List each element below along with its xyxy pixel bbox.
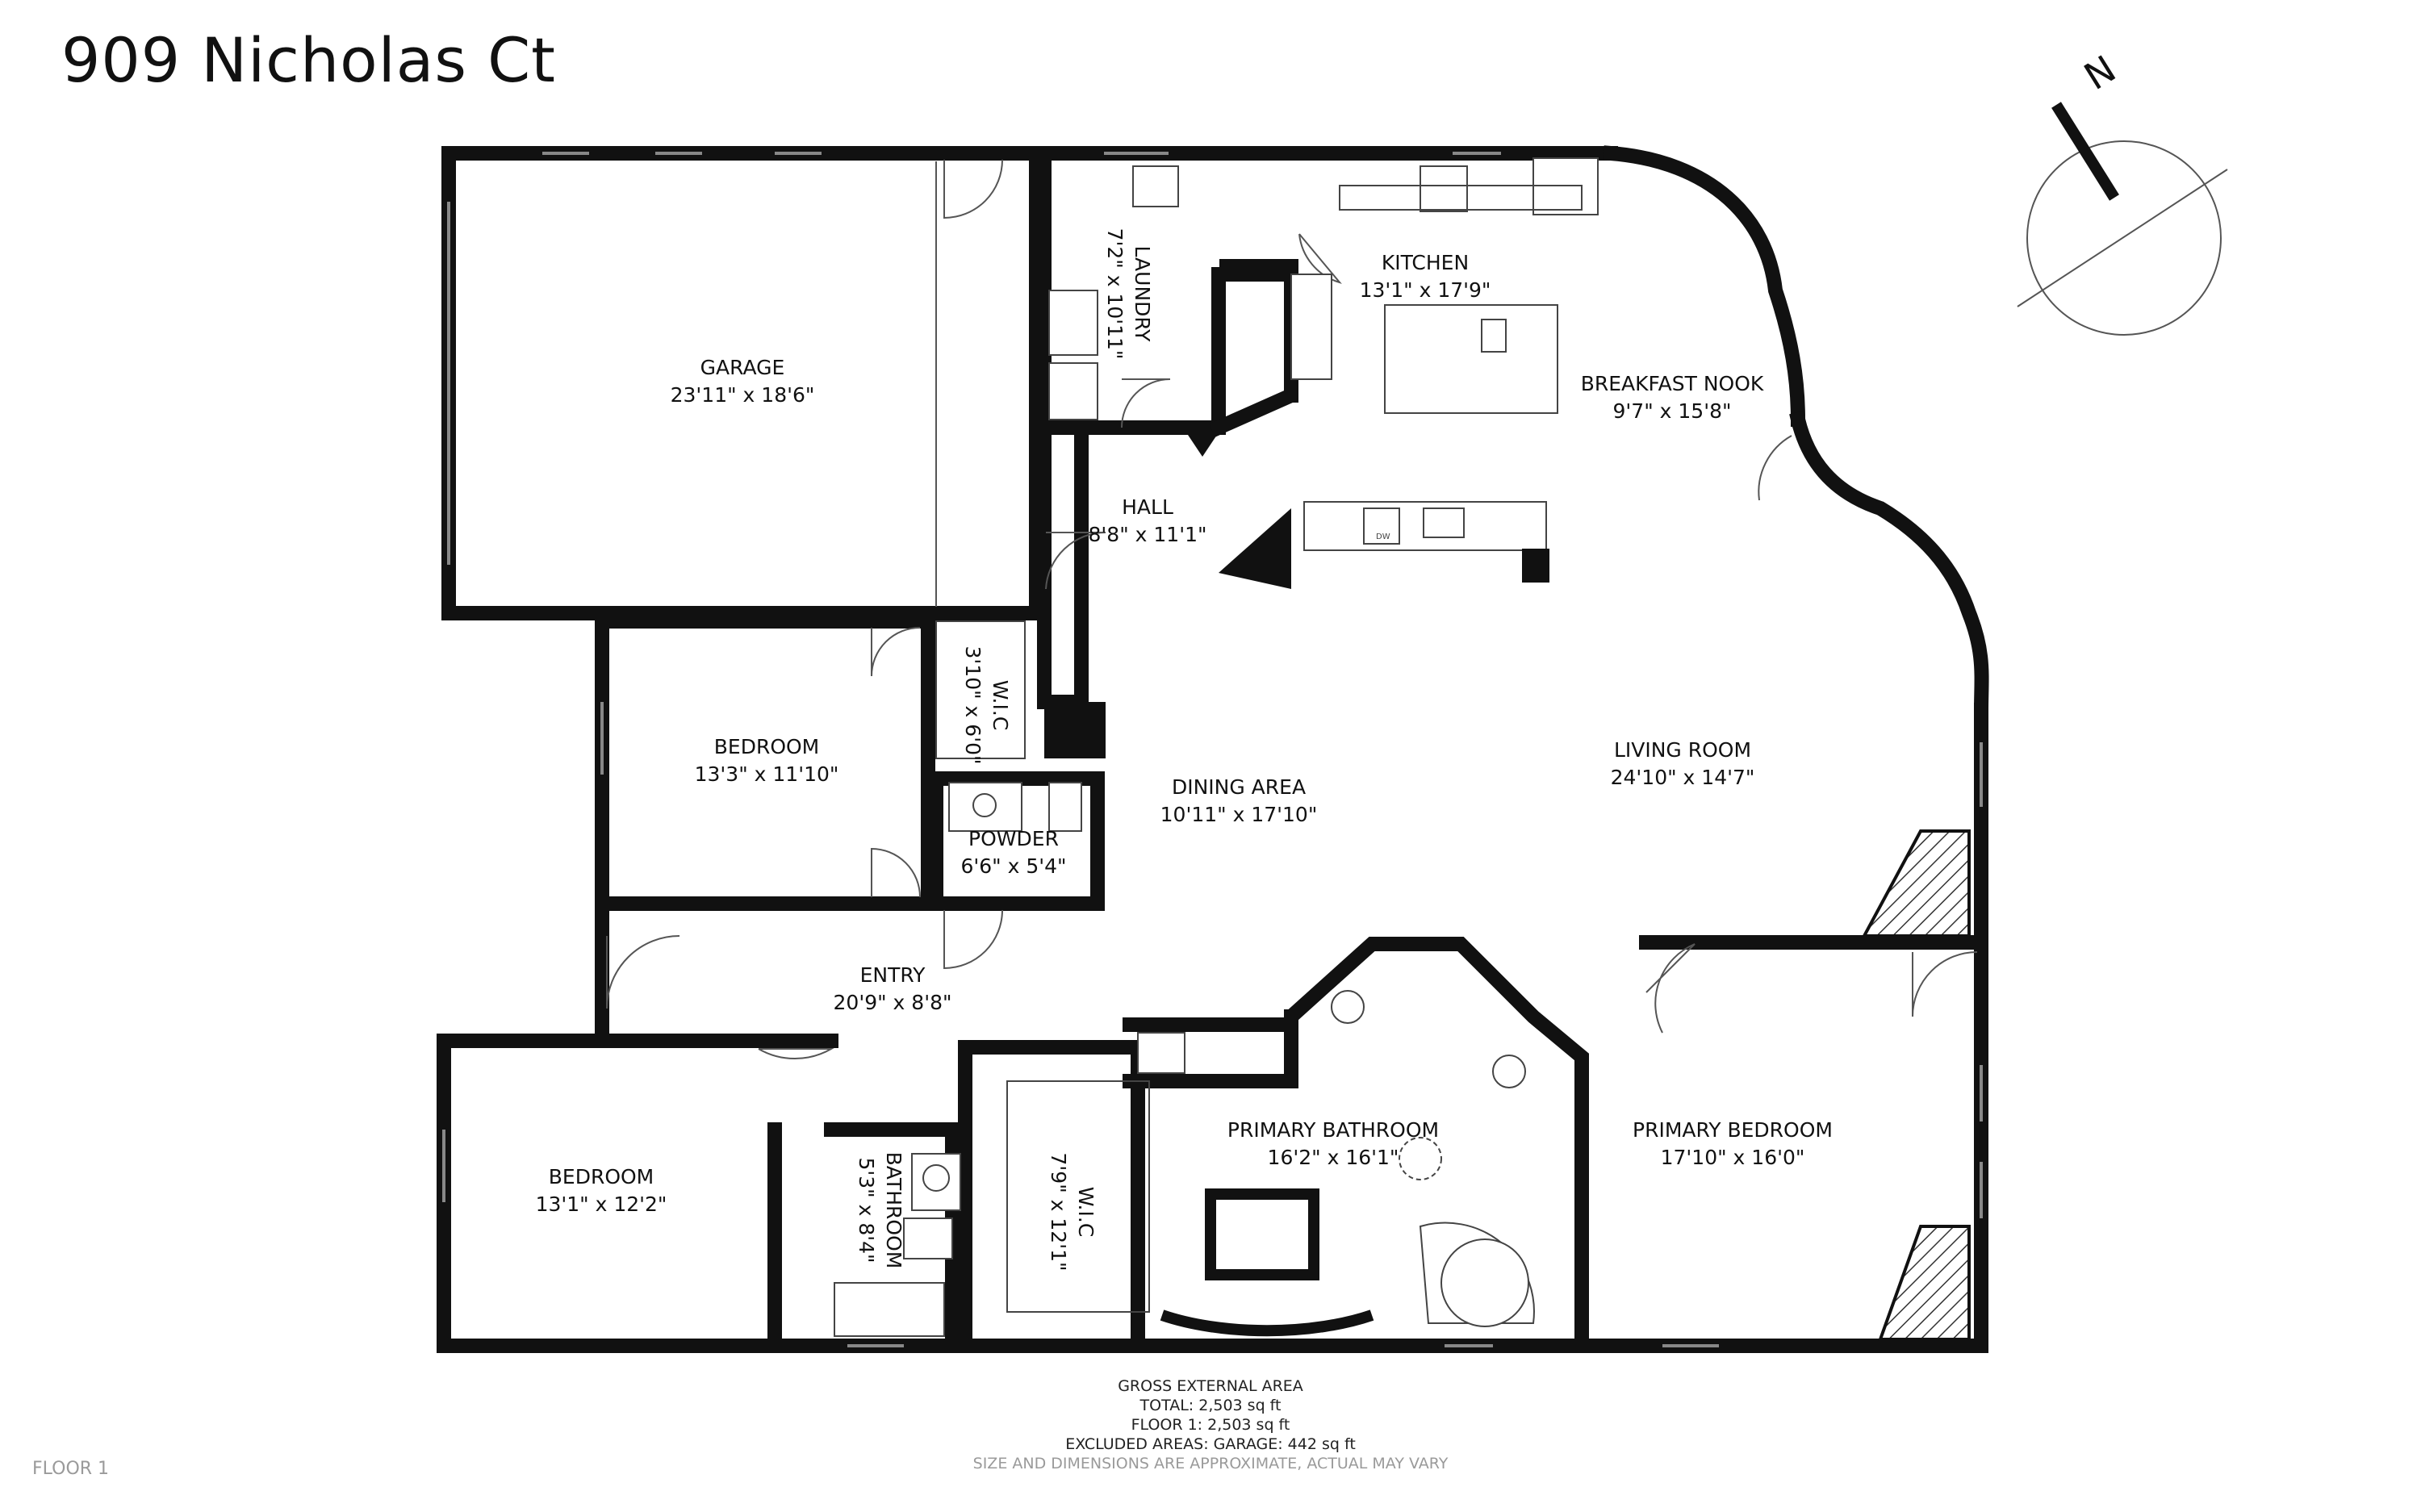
- room-bathroom: BATHROOM 5'3" x 8'4": [852, 1152, 907, 1269]
- wic-small-shelving: [935, 620, 1026, 759]
- room-breakfast-nook: BREAKFAST NOOK 9'7" x 15'8": [1581, 370, 1764, 425]
- room-powder-dims: 6'6" x 5'4": [960, 854, 1067, 878]
- compass-icon: N: [2017, 47, 2228, 336]
- room-wic-small: W.I.C 3'10" x 6'0": [959, 646, 1014, 765]
- area-heading: GROSS EXTERNAL AREA: [1118, 1377, 1303, 1395]
- room-wic-large-dims: 7'9" x 12'1": [1047, 1152, 1070, 1272]
- plan-title: 909 Nicholas Ct: [61, 24, 556, 96]
- room-dining-area-name: DINING AREA: [1171, 775, 1307, 799]
- room-wic-large-name: W.I.C: [1074, 1186, 1098, 1238]
- area-excluded: EXCLUDED AREAS: GARAGE: 442 sq ft: [1065, 1435, 1356, 1453]
- room-garage-name: GARAGE: [700, 356, 785, 379]
- primary-bedroom-walls: [1526, 935, 1988, 1353]
- hall-west-wall: [1037, 420, 1089, 709]
- powder-walls: [929, 771, 1105, 911]
- room-garage: GARAGE 23'11" x 18'6": [671, 354, 815, 409]
- room-primary-bedroom: PRIMARY BEDROOM 17'10" x 16'0": [1633, 1117, 1833, 1172]
- area-total: TOTAL: 2,503 sq ft: [1139, 1397, 1282, 1414]
- floor-label: FLOOR 1: [32, 1459, 110, 1479]
- room-bedroom-1-dims: 13'3" x 11'10": [694, 762, 839, 786]
- bathroom-walls: [824, 1122, 960, 1353]
- bedroom2-walls: [437, 1034, 838, 1353]
- wic-shelving: [1006, 1080, 1150, 1313]
- room-bedroom-2-dims: 13'1" x 12'2": [535, 1192, 667, 1216]
- hall-corner-wedge: [1044, 702, 1106, 758]
- room-wic-large: W.I.C 7'9" x 12'1": [1044, 1153, 1099, 1272]
- room-garage-dims: 23'11" x 18'6": [670, 383, 815, 407]
- kitchen-pillar: [1522, 549, 1549, 583]
- nook-lower-curve-wall: [1789, 411, 1989, 718]
- room-bedroom-2: BEDROOM 13'1" x 12'2": [536, 1163, 667, 1218]
- kitchen-divider: [1209, 259, 1298, 437]
- room-entry-dims: 20'9" x 8'8": [833, 991, 952, 1014]
- room-entry: ENTRY 20'9" x 8'8": [834, 962, 952, 1017]
- room-bedroom-1: BEDROOM 13'3" x 11'10": [695, 733, 839, 788]
- room-breakfast-nook-dims: 9'7" x 15'8": [1612, 399, 1732, 423]
- room-laundry-dims: 7'2" x 10'11": [1103, 228, 1127, 360]
- kitchen-fixtures: DW: [1290, 157, 1599, 551]
- area-summary: GROSS EXTERNAL AREA TOTAL: 2,503 sq ft F…: [888, 1376, 1533, 1473]
- room-living-room: LIVING ROOM 24'10" x 14'7": [1611, 737, 1755, 792]
- room-dining-area-dims: 10'11" x 17'10": [1160, 803, 1318, 826]
- kitchen-corner-wedge: [1219, 508, 1291, 589]
- doors: [606, 159, 1978, 1060]
- compass-north-letter: N: [2076, 47, 2123, 98]
- room-kitchen: KITCHEN 13'1" x 17'9": [1360, 249, 1491, 304]
- room-powder-name: POWDER: [968, 827, 1059, 850]
- primary-bath-fixtures: [1137, 990, 1535, 1337]
- room-bathroom-dims: 5'3" x 8'4": [855, 1157, 878, 1263]
- room-kitchen-name: KITCHEN: [1381, 251, 1470, 274]
- room-primary-bathroom-name: PRIMARY BATHROOM: [1227, 1118, 1440, 1142]
- laundry-fixtures: [1048, 165, 1179, 420]
- room-primary-bathroom-dims: 16'2" x 16'1": [1267, 1146, 1399, 1169]
- room-entry-name: ENTRY: [859, 963, 926, 987]
- powder-fixtures: [948, 782, 1082, 832]
- nook-curve-wall: [1603, 145, 1806, 428]
- room-bedroom-1-name: BEDROOM: [713, 735, 820, 758]
- room-powder: POWDER 6'6" x 5'4": [960, 825, 1066, 880]
- room-hall-name: HALL: [1122, 495, 1173, 519]
- room-living-room-dims: 24'10" x 14'7": [1610, 766, 1755, 789]
- room-dining-area: DINING AREA 10'11" x 17'10": [1160, 774, 1318, 829]
- dishwasher-label: DW: [1376, 533, 1390, 541]
- fireplace-living: [1861, 829, 1971, 938]
- room-hall-dims: 8'8" x 11'1": [1088, 523, 1207, 546]
- room-bathroom-name: BATHROOM: [882, 1151, 905, 1269]
- room-bedroom-2-name: BEDROOM: [548, 1165, 654, 1188]
- area-floor1: FLOOR 1: 2,503 sq ft: [1131, 1416, 1290, 1434]
- room-breakfast-nook-name: BREAKFAST NOOK: [1580, 372, 1764, 395]
- room-kitchen-dims: 13'1" x 17'9": [1359, 278, 1491, 302]
- fireplace-primary: [1878, 1225, 1971, 1341]
- room-primary-bedroom-name: PRIMARY BEDROOM: [1633, 1118, 1833, 1142]
- laundry-corner-wedge: [1186, 432, 1219, 457]
- fireplaces: [1861, 829, 1971, 1341]
- room-primary-bathroom: PRIMARY BATHROOM 16'2" x 16'1": [1227, 1117, 1439, 1172]
- windows: [442, 152, 1983, 1347]
- room-laundry: LAUNDRY 7'2" x 10'11": [1101, 228, 1156, 360]
- room-living-room-name: LIVING ROOM: [1613, 738, 1752, 762]
- room-wic-small-name: W.I.C: [989, 679, 1012, 731]
- room-hall: HALL 8'8" x 11'1": [1089, 494, 1207, 549]
- bathroom-fixtures: [834, 1153, 961, 1337]
- room-wic-small-dims: 3'10" x 6'0": [961, 645, 985, 765]
- area-disclaimer: SIZE AND DIMENSIONS ARE APPROXIMATE, ACT…: [972, 1455, 1449, 1472]
- room-primary-bedroom-dims: 17'10" x 16'0": [1660, 1146, 1805, 1169]
- room-laundry-name: LAUNDRY: [1131, 245, 1154, 342]
- primary-bath-inner-wall: [1123, 1009, 1298, 1088]
